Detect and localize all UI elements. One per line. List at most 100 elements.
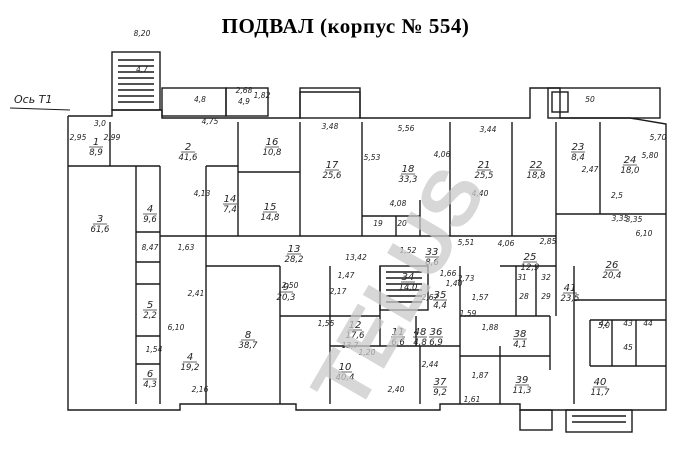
watermark: TELUS	[294, 152, 502, 424]
room-area: 9,2	[433, 388, 447, 398]
room-number: 23	[572, 142, 585, 153]
room-area: 6,6	[391, 338, 405, 348]
room-number: 37	[434, 377, 447, 388]
room-number: 16	[266, 137, 279, 148]
dimension-label: 5,80	[642, 151, 659, 160]
dimension-label: 2,16	[192, 385, 209, 394]
dimension-label: 2,17	[330, 287, 347, 296]
room-number: 40	[594, 377, 607, 388]
dimension-label: 29	[541, 292, 551, 301]
room-area: 38,7	[239, 341, 259, 351]
room-number: 38	[514, 329, 527, 340]
room-area: 4,3	[143, 380, 157, 390]
room-area: 23,5	[561, 294, 580, 304]
dimension-label: 4,40	[472, 189, 489, 198]
dimension-label: 13,7	[342, 341, 359, 350]
room-number: 4	[187, 352, 193, 363]
dimension-label: 2,50	[282, 281, 299, 290]
dimension-label: 1,47	[338, 271, 355, 280]
dimension-label: 44	[643, 319, 653, 328]
dimension-label: 1,87	[472, 371, 489, 380]
dimension-label: 2,44	[422, 360, 439, 369]
dimension-label: 4,75	[202, 117, 219, 126]
room-number: 12	[349, 320, 362, 331]
dimension-label: 2,99	[104, 133, 121, 142]
dimension-label: 1,57	[472, 293, 489, 302]
dimension-label: 20	[397, 219, 407, 228]
room-area: 8,9	[89, 148, 103, 158]
room-area: 11,7	[591, 388, 611, 398]
dimension-label: 1,54	[146, 345, 163, 354]
dimension-label: 45	[623, 343, 633, 352]
dimension-label: 19	[373, 219, 383, 228]
walls	[9, 51, 667, 433]
dimension-label: 2,68	[236, 86, 253, 95]
dimension-label: 1,40	[446, 279, 463, 288]
room-number: 13	[288, 244, 301, 255]
dimension-label: 1,59	[460, 309, 477, 318]
room-area: 28,2	[285, 255, 304, 265]
dimension-label: 6,10	[168, 323, 185, 332]
dimension-label: 43	[623, 319, 633, 328]
room-number: 24	[624, 155, 637, 166]
axis-label: Ось Т1	[14, 93, 52, 106]
room-number: 15	[264, 202, 277, 213]
room-number: 39	[516, 375, 529, 386]
room-number: 2	[185, 142, 191, 153]
room-area: 41,6	[179, 153, 199, 163]
dimension-label: 32	[541, 273, 551, 282]
room-area: 14,0	[399, 283, 418, 293]
dimension-label: 1,55	[318, 319, 335, 328]
dimension-label: 8,20	[134, 29, 151, 38]
room-area: 17,6	[346, 331, 366, 341]
dimension-label: 1,52	[400, 246, 417, 255]
dimension-label: 4,9	[238, 97, 250, 106]
dimension-label: 1,66	[440, 269, 457, 278]
room-area: 25,6	[323, 171, 343, 181]
room-number: 35	[434, 290, 447, 301]
page-title: ПОДВАЛ (корпус № 554)	[221, 14, 470, 38]
room-number: 9	[283, 282, 289, 293]
dimension-label: 2,73	[458, 274, 475, 283]
room-area: 19,2	[181, 363, 200, 373]
dimension-label: 5,56	[398, 124, 415, 133]
dimension-label: 4,8	[194, 95, 206, 104]
dimension-label: 5,51	[458, 238, 475, 247]
room-area: 33,3	[399, 175, 418, 185]
room-number: 36	[430, 327, 443, 338]
dimension-label: 3,44	[480, 125, 497, 134]
dimension-label: 50	[585, 95, 595, 104]
room-area: 20,4	[603, 271, 622, 281]
room-number: 17	[326, 160, 339, 171]
dimension-label: 1,82	[254, 91, 271, 100]
dimension-label: 2,5	[611, 191, 623, 200]
room-area: 4,1	[513, 340, 527, 350]
room-area: 8,6	[425, 258, 439, 268]
room-area: 18,0	[621, 166, 640, 176]
dimension-label: 2,41	[188, 289, 205, 298]
room-number: 1	[93, 137, 99, 148]
room-area: 10,8	[263, 148, 283, 158]
room-area: 14,8	[261, 213, 281, 223]
room-number: 18	[402, 164, 415, 175]
room-area: 7,4	[223, 205, 237, 215]
room-area: 11,3	[513, 386, 532, 396]
dimension-label: 5,53	[364, 153, 381, 162]
dimension-label: 6,10	[636, 229, 653, 238]
room-area: 12,9	[521, 263, 540, 273]
dimension-label: 3,0	[94, 119, 106, 128]
dimension-label: 4,13	[194, 189, 211, 198]
room-area: 20,3	[277, 293, 296, 303]
room-area: 25,5	[475, 171, 494, 181]
room-number: 25	[524, 252, 537, 263]
room-number: 4	[147, 204, 153, 215]
dimension-label: 5,70	[650, 133, 667, 142]
room-number: 3	[97, 214, 103, 225]
dimension-label: 5,0	[598, 321, 610, 330]
dimension-label: 31	[517, 273, 527, 282]
dimension-label: 2,95	[70, 133, 87, 142]
room-area: 9,6	[143, 215, 157, 225]
dimension-label: 4,06	[434, 150, 451, 159]
